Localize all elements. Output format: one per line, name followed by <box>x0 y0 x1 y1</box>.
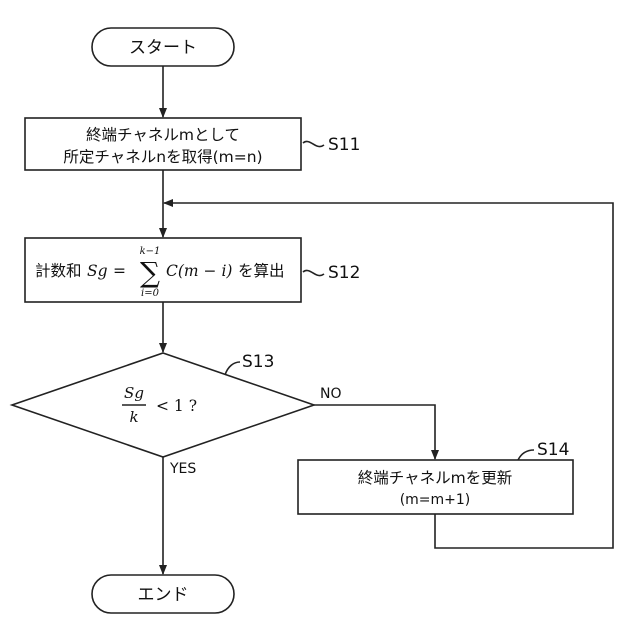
s14-text-line1: 終端チャネルmを更新 <box>358 469 512 487</box>
s13-step-label: S13 <box>242 352 274 372</box>
s12-lhs: Sg <box>87 262 108 280</box>
connector-no-to-s14 <box>314 405 435 459</box>
end-label: エンド <box>138 585 189 605</box>
s12-step-leader <box>303 270 324 275</box>
s13-denominator: k <box>129 408 138 426</box>
s12-step-label: S12 <box>328 263 360 283</box>
s12-equals: = <box>113 262 126 280</box>
s13-no-label: NO <box>320 386 342 402</box>
s14-step-leader <box>518 450 534 460</box>
s11-text-line2: 所定チャネルnを取得(m=n) <box>63 148 262 166</box>
s11-step-label: S11 <box>328 135 360 155</box>
start-label: スタート <box>129 38 197 58</box>
s12-sum-symbol: ∑ <box>140 256 160 289</box>
s13-step-leader <box>225 362 240 375</box>
s12-prefix: 計数和 <box>35 262 82 280</box>
s14-step-label: S14 <box>537 440 569 460</box>
s12-term: C(m − i) <box>166 262 232 280</box>
s13-yes-label: YES <box>169 461 196 477</box>
s12-suffix: を算出 <box>238 261 285 280</box>
s12-sum-lower: i=0 <box>141 288 160 299</box>
s11-text-line1: 終端チャネルmとして <box>86 126 240 144</box>
s14-text-line2: (m=m+1) <box>400 492 471 508</box>
s11-step-leader <box>303 141 324 146</box>
s13-numerator: Sg <box>124 384 144 402</box>
s13-condition: < 1 ? <box>156 397 197 415</box>
